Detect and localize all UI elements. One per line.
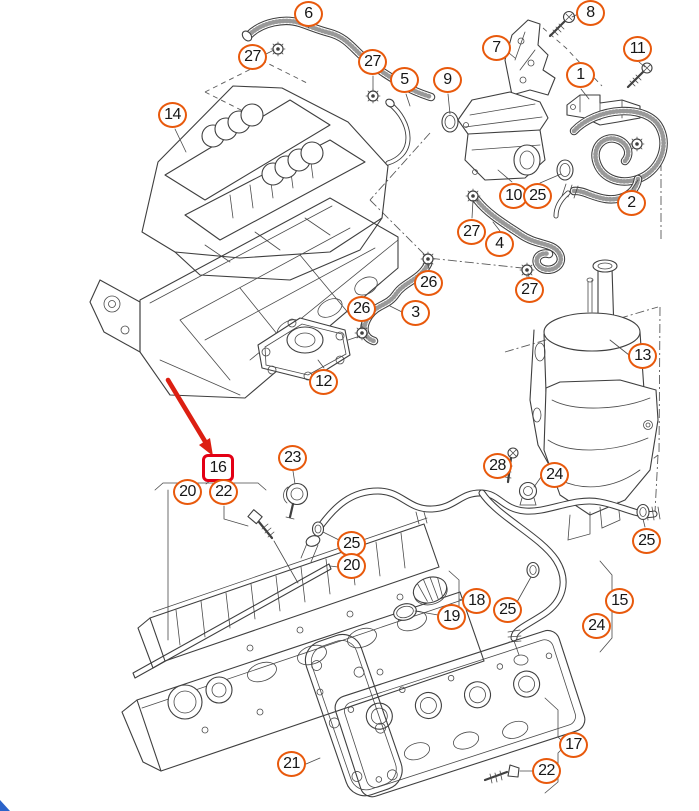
clamp-27-icon — [519, 262, 535, 278]
circlip-25 — [526, 561, 540, 579]
corner-accent — [0, 800, 10, 811]
hose-3 — [354, 251, 436, 346]
callout-27-13: 27 — [457, 219, 486, 245]
callout-4-14: 4 — [485, 231, 514, 257]
screw-11 — [626, 62, 653, 89]
vacuum-unit-12 — [257, 317, 361, 381]
callout-21-35: 21 — [277, 751, 306, 777]
callout-11-4: 11 — [623, 36, 652, 62]
hose-4 — [465, 188, 565, 278]
oil-cap-18 — [393, 576, 448, 621]
callout-9-8: 9 — [433, 67, 462, 93]
callout-24-34: 24 — [582, 613, 611, 639]
hose-assembly-15 — [313, 487, 661, 666]
callout-25-27: 25 — [337, 531, 366, 557]
screw-8 — [548, 10, 576, 38]
callout-19-32: 19 — [437, 604, 466, 630]
callout-25-31: 25 — [493, 597, 522, 623]
callout-27-16: 27 — [515, 277, 544, 303]
bolt-22-lower — [483, 764, 520, 784]
gasket-21 — [304, 633, 403, 797]
callout-2-12: 2 — [617, 190, 646, 216]
callout-27-5: 27 — [358, 49, 387, 75]
callout-7-3: 7 — [482, 35, 511, 61]
callout-1-6: 1 — [566, 62, 595, 88]
callout-25-11: 25 — [523, 183, 552, 209]
seal-ring-19 — [393, 603, 417, 621]
group-brackets — [154, 478, 613, 794]
bracket-7 — [504, 10, 576, 96]
callout-20-28: 20 — [337, 553, 366, 579]
clamp-23 — [283, 482, 309, 520]
cylinder-head-left — [121, 489, 485, 772]
callout-18-30: 18 — [462, 588, 491, 614]
highlighted-callout-16-22: 16 — [202, 454, 234, 482]
clamp-24 — [518, 481, 538, 506]
callout-17-36: 17 — [559, 732, 588, 758]
valve-cover-16 — [149, 523, 440, 662]
callout-22-24: 22 — [209, 479, 238, 505]
callout-28-25: 28 — [483, 453, 512, 479]
pump-assembly-10 — [457, 91, 574, 181]
circlip-25 — [636, 503, 650, 521]
callout-15-33: 15 — [605, 588, 634, 614]
highlight-arrow — [165, 377, 213, 456]
circlip-25 — [311, 521, 325, 537]
engine-cover-14 — [141, 85, 389, 281]
clamp-icon — [629, 136, 645, 152]
callout-6-0: 6 — [294, 1, 323, 27]
callout-27-1: 27 — [238, 44, 267, 70]
callout-26-17: 26 — [347, 296, 376, 322]
callout-13-20: 13 — [628, 343, 657, 369]
callout-5-7: 5 — [390, 67, 419, 93]
callout-24-26: 24 — [540, 462, 569, 488]
callout-12-19: 12 — [309, 369, 338, 395]
o-ring-9 — [441, 111, 459, 133]
callout-23-21: 23 — [278, 445, 307, 471]
breather-tube-5 — [385, 98, 459, 166]
clamp-27-icon — [365, 88, 381, 104]
callout-8-2: 8 — [576, 0, 605, 26]
o-ring-25 — [556, 159, 574, 181]
callout-22-37: 22 — [532, 758, 561, 784]
callout-20-23: 20 — [173, 479, 202, 505]
hose-2 — [553, 106, 668, 219]
clamp-27-icon — [270, 41, 286, 57]
bolt-22-upper — [247, 509, 299, 584]
callout-3-18: 3 — [401, 300, 430, 326]
callout-26-15: 26 — [414, 270, 443, 296]
audi-rings-icon — [201, 103, 264, 148]
callout-25-29: 25 — [632, 528, 661, 554]
gasket-rail-20 — [132, 563, 332, 679]
callout-14-9: 14 — [158, 102, 187, 128]
audi-rings-icon — [261, 141, 324, 186]
